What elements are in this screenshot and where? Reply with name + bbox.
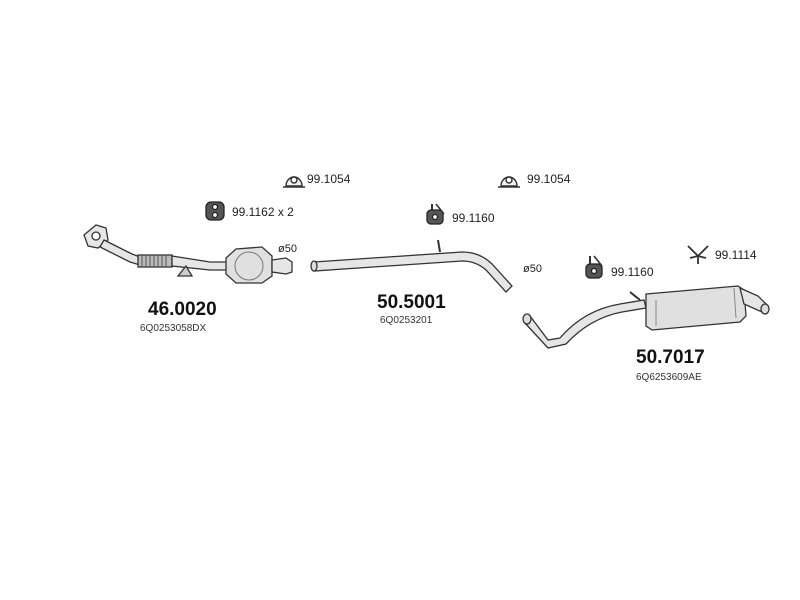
middle-pipe [310,239,513,293]
rubber-mount-icon [205,201,225,221]
rubber-hanger-ref-rear: 99.1160 [611,265,654,279]
clamp-icon [498,176,520,188]
oem-number-front-pipe: 6Q0253058DX [140,323,207,334]
bracket-ref: 99.1114 [715,248,757,262]
rear-silencer [522,285,770,349]
rubber-hanger-icon [585,255,603,279]
oem-number-rear-silencer: 6Q6253609AE [636,372,702,383]
rubber-hanger-ref-mid: 99.1160 [452,211,495,225]
oem-number-middle-pipe: 6Q0253201 [380,315,433,326]
part-number-middle-pipe: 50.5001 [377,292,446,313]
part-number-rear-silencer: 50.7017 [636,347,705,368]
diameter-mid: ø50 [523,263,542,275]
diameter-front: ø50 [278,243,297,255]
rubber-mount-ref: 99.1162 x 2 [232,205,294,219]
clamp-icon [283,176,305,188]
rubber-hanger-icon [426,203,445,225]
clamp-ref-left: 99.1054 [307,172,351,186]
bracket-icon [687,245,709,264]
clamp-ref-right: 99.1054 [527,172,571,186]
front-pipe-catalyst [83,224,293,284]
part-number-front-pipe: 46.0020 [148,299,217,320]
